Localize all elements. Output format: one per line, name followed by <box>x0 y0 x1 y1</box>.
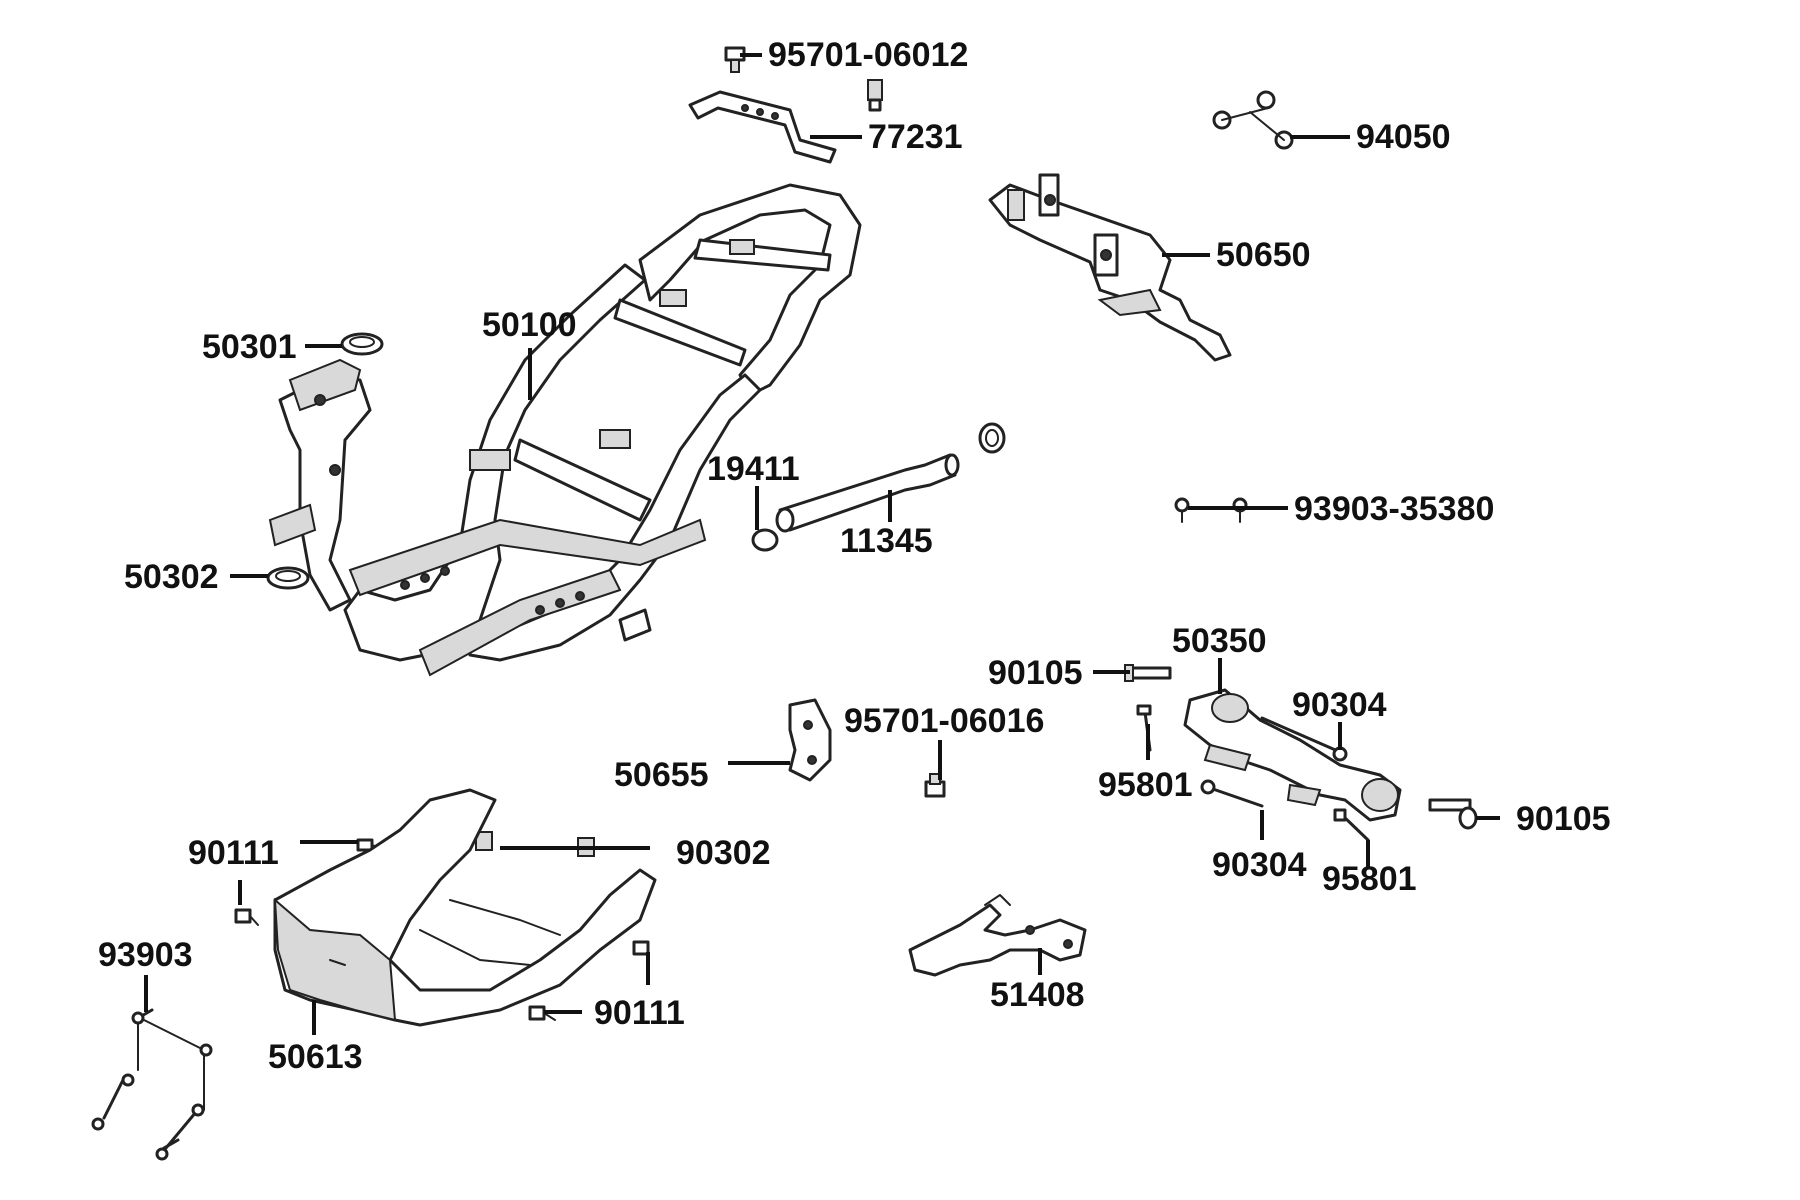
label-50655: 50655 <box>614 756 709 794</box>
label-50301: 50301 <box>202 328 297 366</box>
bracket-51408-drawing <box>908 894 1087 977</box>
label-11345: 11345 <box>840 522 933 560</box>
label-90304-b: 90304 <box>1212 846 1307 884</box>
bracket-50650-drawing <box>988 173 1232 362</box>
bolt-90105-b-drawing <box>1428 798 1478 830</box>
label-90105-a: 90105 <box>988 654 1083 692</box>
label-90111-a: 90111 <box>188 834 279 872</box>
panel-50613-drawing <box>273 788 657 1027</box>
label-50100: 50100 <box>482 306 577 344</box>
label-95701-06012: 95701-06012 <box>768 36 968 74</box>
label-51408: 51408 <box>990 976 1085 1014</box>
label-95801-b: 95801 <box>1322 860 1417 898</box>
label-93903-35380: 93903-35380 <box>1294 490 1494 528</box>
clamp-19411-drawing <box>751 422 1006 552</box>
label-50650: 50650 <box>1216 236 1311 274</box>
label-90111-b: 90111 <box>594 994 685 1032</box>
label-50350: 50350 <box>1172 622 1267 660</box>
bolt-95701-06016-drawing <box>924 773 946 798</box>
bolt-90304-b-drawing <box>1200 779 1264 808</box>
label-90302: 90302 <box>676 834 771 872</box>
label-93903: 93903 <box>98 936 193 974</box>
screws-93903-35380-drawing <box>1174 497 1248 523</box>
label-50613: 50613 <box>268 1038 363 1076</box>
label-19411: 19411 <box>707 450 800 488</box>
label-95801-a: 95801 <box>1098 766 1193 804</box>
ring-50302-drawing <box>266 566 310 590</box>
hanger-50350-drawing <box>1183 688 1402 822</box>
bracket-50655-drawing <box>788 698 832 782</box>
bolt-90105-a-drawing <box>1124 664 1172 682</box>
bolt-95701-06012-drawing <box>724 46 746 73</box>
label-94050: 94050 <box>1356 118 1451 156</box>
leader-lines <box>144 53 1500 1035</box>
bracket-77231-drawing <box>688 79 883 164</box>
screws-93903-drawing <box>91 1008 213 1161</box>
ring-50301-drawing <box>340 332 384 356</box>
bolt-95801-b-drawing <box>1333 808 1370 842</box>
label-90105-b: 90105 <box>1516 800 1611 838</box>
clips-90302-drawing <box>475 831 595 857</box>
frame-50100-drawing <box>268 183 862 677</box>
bolt-90111-a-drawing <box>234 838 386 926</box>
label-95701-06016: 95701-06016 <box>844 702 1044 740</box>
hose-11345-drawing <box>775 453 960 533</box>
label-50302: 50302 <box>124 558 219 596</box>
nuts-94050-drawing <box>1212 90 1294 150</box>
bolt-90111-b-drawing <box>528 940 650 1021</box>
label-90304-a: 90304 <box>1292 686 1387 724</box>
label-77231: 77231 <box>868 118 963 156</box>
